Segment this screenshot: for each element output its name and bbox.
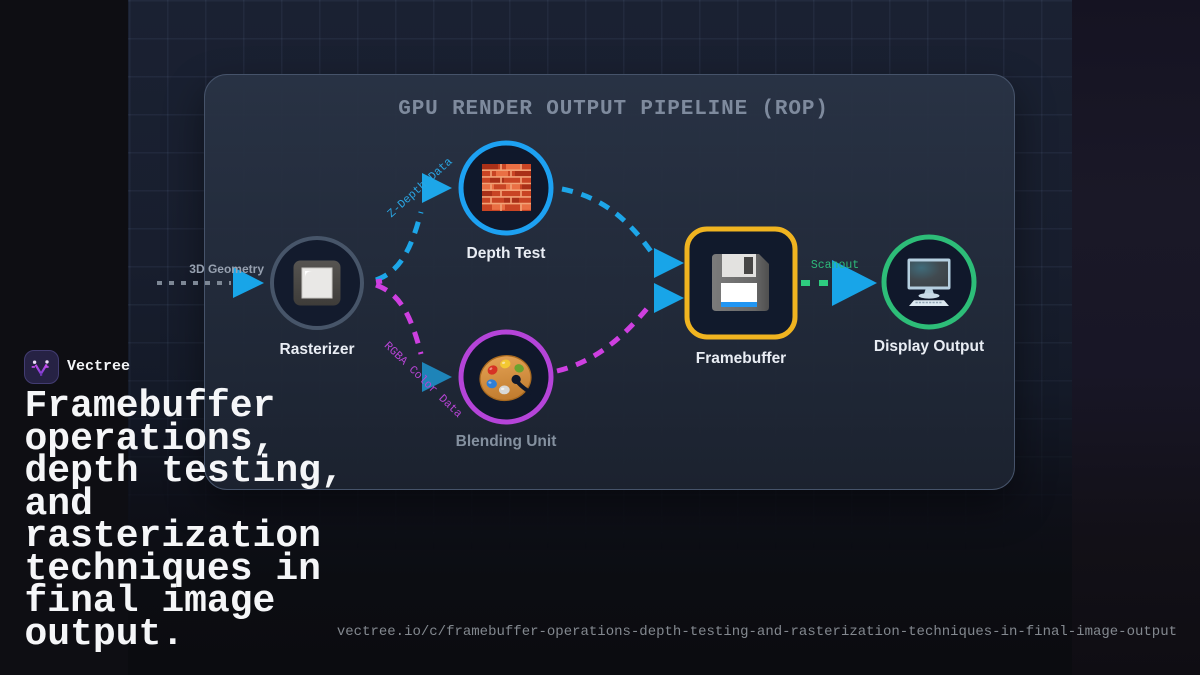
svg-text:Blending Unit: Blending Unit bbox=[456, 433, 557, 450]
svg-text:Framebuffer: Framebuffer bbox=[696, 350, 786, 367]
svg-text:Rasterizer: Rasterizer bbox=[280, 341, 355, 358]
svg-text:3D Geometry: 3D Geometry bbox=[189, 262, 264, 276]
svg-text:Depth Test: Depth Test bbox=[467, 245, 546, 262]
svg-text:Display Output: Display Output bbox=[874, 338, 984, 355]
svg-text:Scanout: Scanout bbox=[811, 259, 859, 272]
